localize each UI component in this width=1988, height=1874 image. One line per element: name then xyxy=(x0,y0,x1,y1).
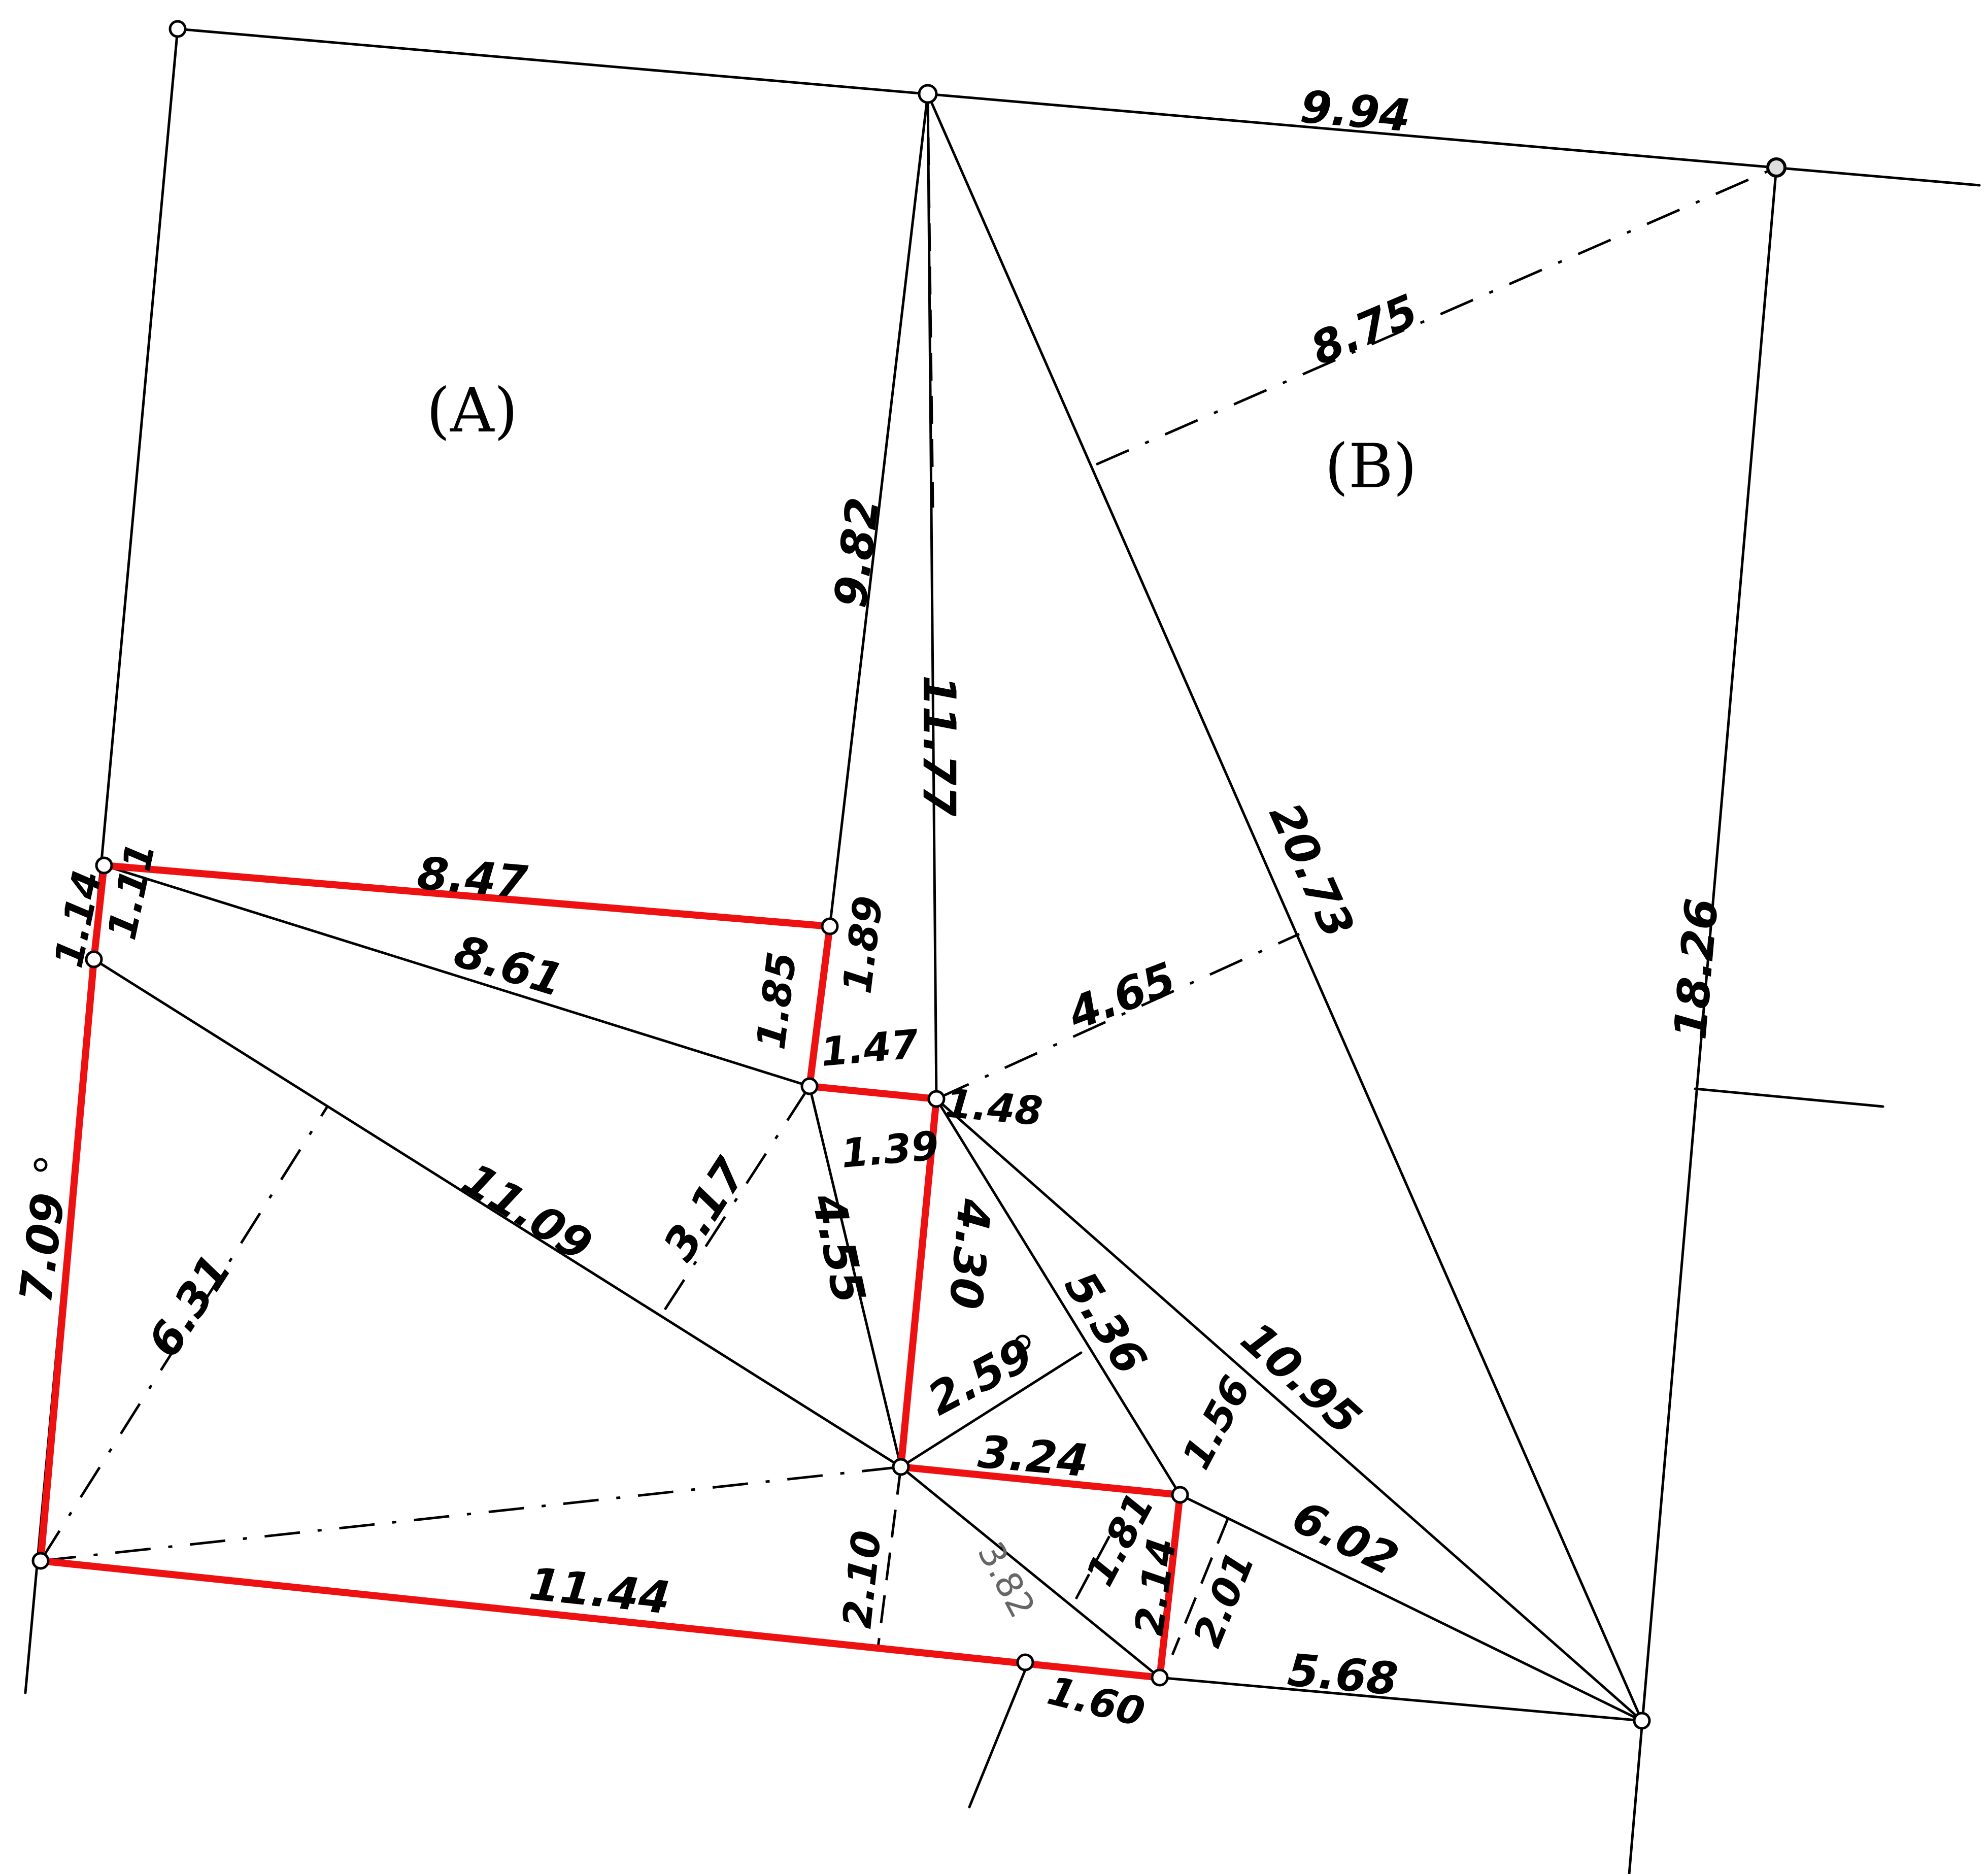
dim-1-89: 1.89 xyxy=(835,893,892,996)
right-boundary-line xyxy=(1628,166,1778,1874)
dim-4-55: 4.55 xyxy=(801,1189,875,1308)
dim-20-73: 20.73 xyxy=(1259,795,1364,946)
survey-point-top-right xyxy=(1766,157,1787,178)
survey-point-bldg-c2 xyxy=(927,1090,946,1108)
line-6-02 xyxy=(1178,1493,1643,1722)
top-boundary-line xyxy=(176,27,1981,187)
dim-18-26: 18.26 xyxy=(1664,896,1728,1042)
survey-point-bldg-c4 xyxy=(1171,1486,1189,1504)
dashed-lines xyxy=(39,93,1777,1655)
dim-1-48: 1.48 xyxy=(943,1081,1044,1134)
line-9-82-vert-dash xyxy=(926,93,934,508)
dim-8-75: 8.75 xyxy=(1303,284,1425,376)
dimension-labels: 9.94 8.75 9.82 11.77 20.73 18.26 8.47 8.… xyxy=(10,80,1729,1736)
building-outline xyxy=(37,861,1184,1682)
survey-point-bottom-right xyxy=(1633,1712,1651,1730)
line-20-73 xyxy=(926,92,1643,1722)
survey-point-bldg-sw xyxy=(31,1552,50,1570)
right-offset-tick xyxy=(1694,1087,1884,1108)
dim-4-65: 4.65 xyxy=(1061,952,1183,1041)
dim-1-39: 1.39 xyxy=(839,1123,941,1177)
line-6-31 xyxy=(39,1106,329,1562)
dim-6-31: 6.31 xyxy=(138,1245,242,1366)
dim-4-30: 4.30 xyxy=(939,1196,1001,1311)
dim-1-47: 1.47 xyxy=(819,1021,921,1075)
line-4-55 xyxy=(808,1085,902,1468)
parcel-label-a: (A) xyxy=(426,376,518,446)
dim-1-11: 1.11 xyxy=(99,839,164,944)
survey-point-bldg-ne xyxy=(821,917,839,935)
line-9-82 xyxy=(828,92,929,928)
dim-3-17: 3.17 xyxy=(653,1149,757,1270)
dim-1-56: 1.56 xyxy=(1173,1369,1260,1477)
survey-point-top-mid xyxy=(918,84,938,104)
dim-5-68: 5.68 xyxy=(1286,1644,1400,1705)
survey-point-2-59 xyxy=(1015,1334,1031,1351)
dim-3-24: 3.24 xyxy=(976,1425,1090,1487)
dim-11-09: 11.09 xyxy=(454,1152,601,1271)
dim-8-47: 8.47 xyxy=(415,847,530,909)
line-4-65 xyxy=(935,932,1300,1100)
line-1-81 xyxy=(1074,1522,1118,1600)
dim-1-85: 1.85 xyxy=(749,949,806,1052)
survey-point-bottom-mid xyxy=(1016,1653,1034,1671)
line-11-09 xyxy=(92,958,902,1468)
line-11-77 xyxy=(926,92,938,1100)
dim-3-82: 3.82 xyxy=(969,1535,1043,1624)
line-2-59 xyxy=(899,1351,1083,1468)
survey-points xyxy=(31,20,1787,1730)
dim-11-77: 11.77 xyxy=(913,675,965,817)
line-8-75 xyxy=(1095,166,1777,466)
line-5-36 xyxy=(935,1097,1182,1496)
dim-8-61: 8.61 xyxy=(449,925,569,1007)
traverse-lines xyxy=(92,92,1643,1722)
bottom-stub-line xyxy=(968,1668,1027,1809)
dim-2-01: 2.01 xyxy=(1185,1546,1264,1653)
line-2-01 xyxy=(1171,1517,1230,1655)
survey-point-bldg-c1 xyxy=(800,1077,819,1095)
survey-point-bldg-w xyxy=(85,950,103,968)
line-diagonal-to-corner xyxy=(40,1465,901,1562)
survey-point-bldg-se xyxy=(1151,1668,1169,1687)
dim-6-02: 6.02 xyxy=(1285,1490,1406,1586)
survey-point-7-09 xyxy=(33,1158,48,1172)
line-3-82 xyxy=(899,1465,1161,1679)
dim-2-10: 2.10 xyxy=(834,1528,890,1630)
line-8-61 xyxy=(103,864,811,1088)
survey-point-top-left xyxy=(169,20,187,38)
dim-9-82: 9.82 xyxy=(824,495,890,611)
dim-9-94: 9.94 xyxy=(1298,80,1412,142)
survey-point-bldg-c3 xyxy=(892,1458,910,1476)
bottom-right-line xyxy=(1158,1676,1643,1722)
survey-point-bldg-nw xyxy=(95,856,113,875)
line-10-95 xyxy=(935,1097,1643,1722)
dim-2-59: 2.59 xyxy=(920,1328,1041,1426)
parcel-label-b: (B) xyxy=(1325,431,1417,502)
line-2-10 xyxy=(877,1466,902,1648)
